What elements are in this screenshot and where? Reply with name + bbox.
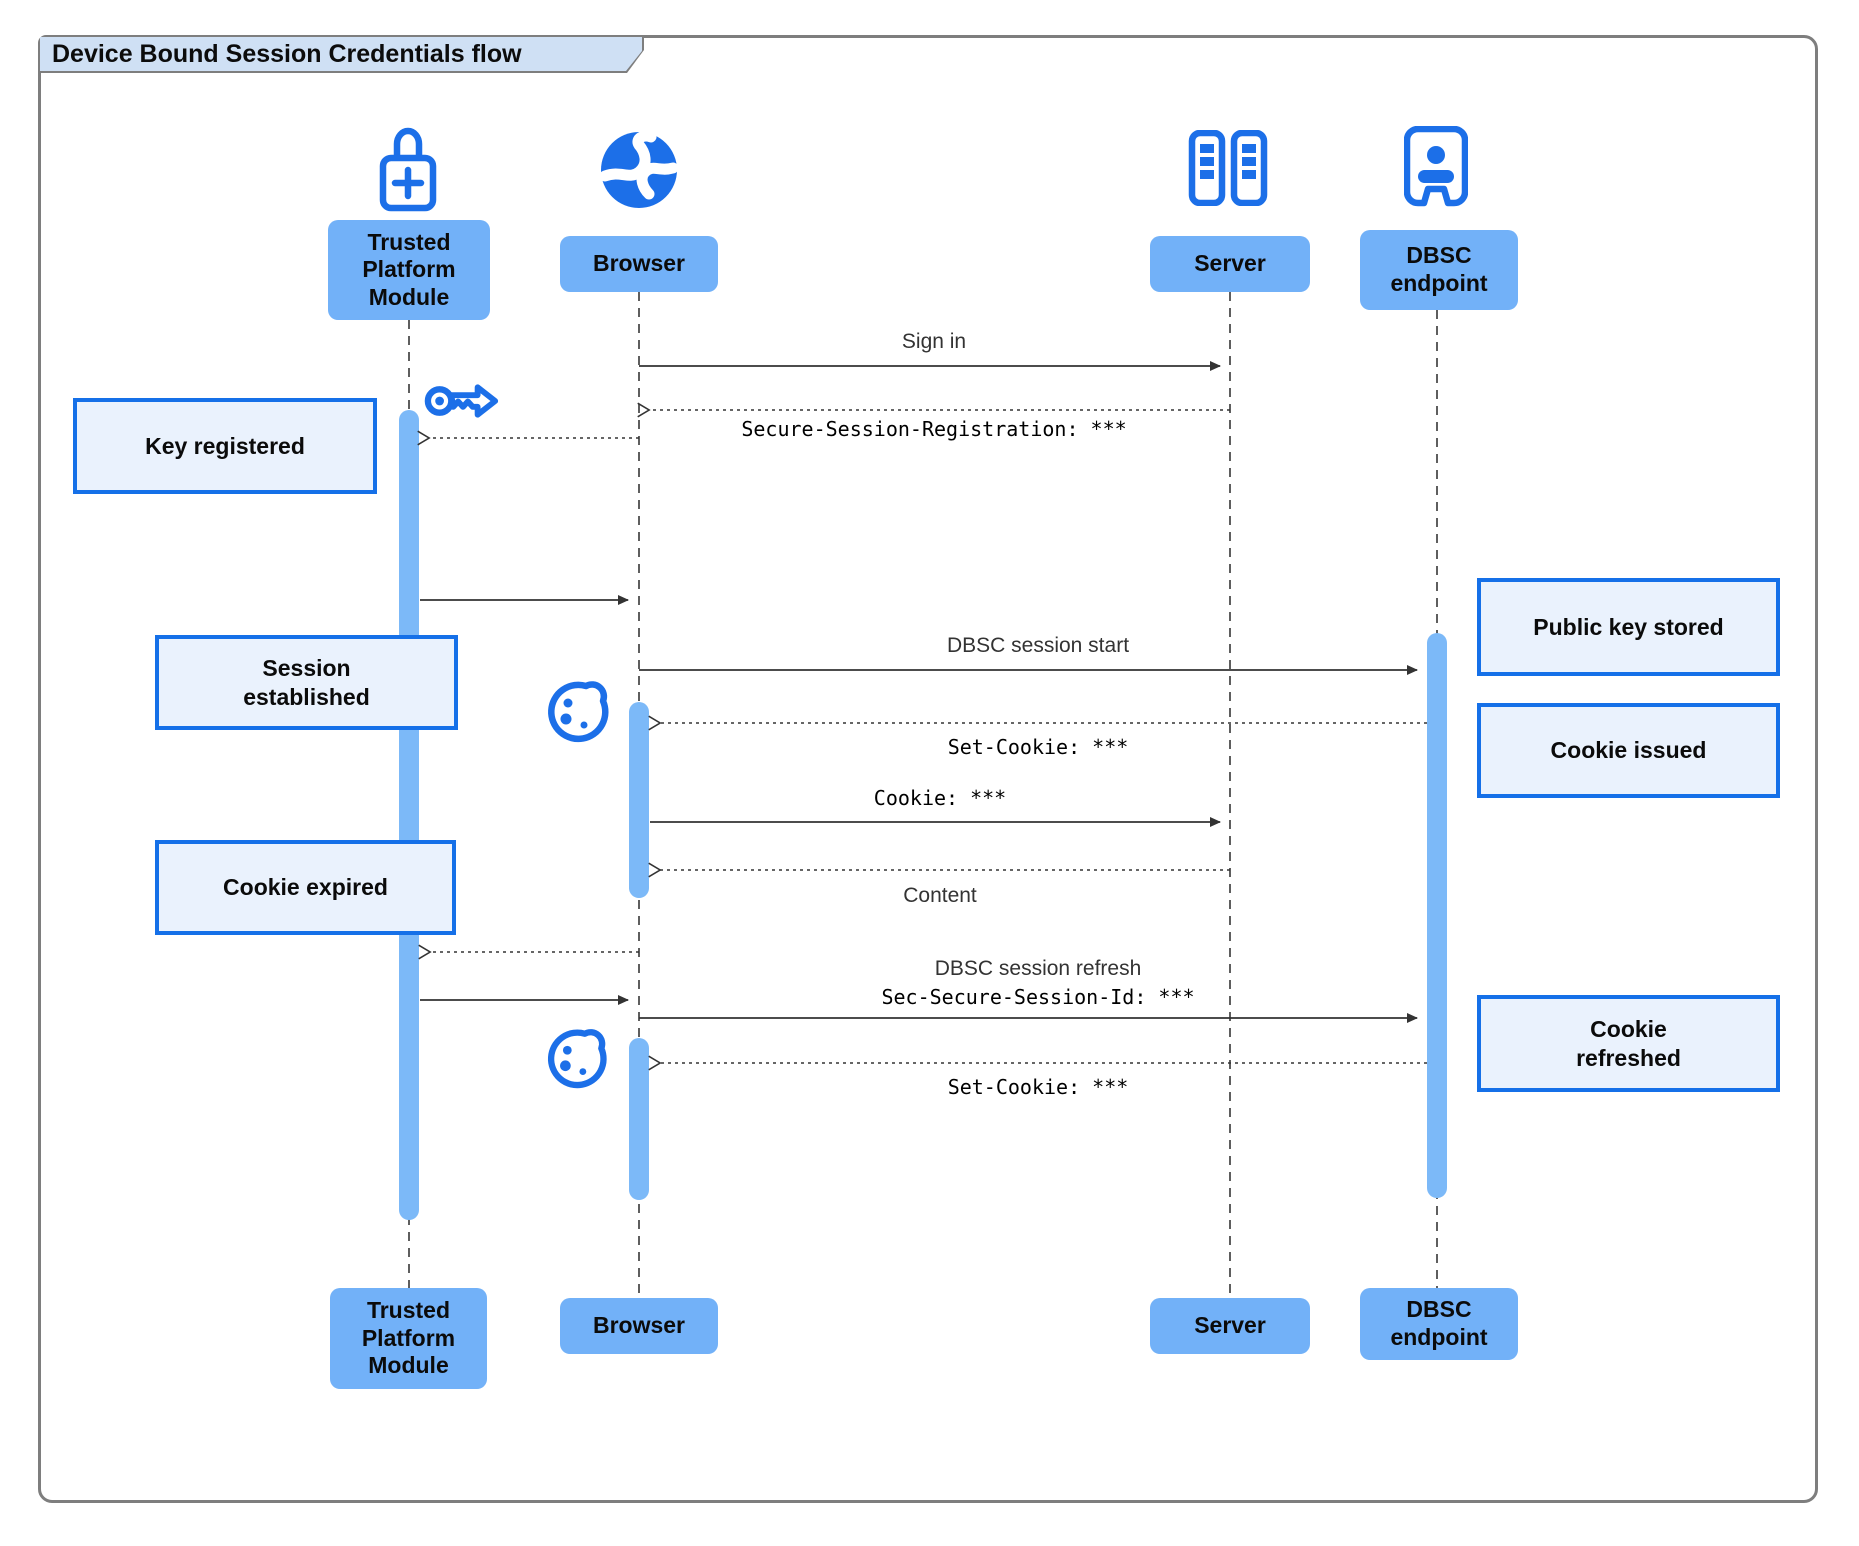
participant-browser-label: Browser [592, 250, 686, 277]
participant-server-label: Server [1194, 1312, 1266, 1339]
participant-tpm-label: Trusted Platform Module [362, 228, 456, 310]
participant-dbsc-label: DBSC endpoint [1390, 242, 1488, 296]
label-set-cookie-1: Set-Cookie: *** [947, 735, 1129, 759]
note-public-key-stored: Public key stored [1477, 578, 1780, 676]
note-session-established: Session established [155, 635, 458, 730]
diagram-title: Device Bound Session Credentials flow [40, 37, 642, 71]
participant-dbsc-top: DBSC endpoint [1360, 230, 1518, 310]
activation-bar-dbsc [1427, 633, 1447, 1198]
participant-tpm-top: Trusted Platform Module [328, 220, 490, 320]
label-set-cookie-2: Set-Cookie: *** [947, 1075, 1129, 1099]
server-racks-icon [1188, 130, 1268, 206]
note-key-registered-text: Key registered [145, 432, 305, 459]
note-key-registered: Key registered [73, 398, 377, 494]
activation-bar-browser-1 [629, 702, 649, 898]
message-arrows [417, 361, 1427, 1071]
participant-server-label: Server [1194, 250, 1266, 277]
participant-browser-top: Browser [560, 236, 718, 292]
note-cookie-refreshed: Cookie refreshed [1477, 995, 1780, 1092]
cookie-icon [545, 1024, 611, 1092]
participant-tpm-bottom: Trusted Platform Module [330, 1288, 487, 1389]
activation-bars [399, 410, 1447, 1220]
lock-plus-icon [376, 116, 440, 214]
note-session-established-text: Session established [243, 654, 370, 710]
label-content: Content [903, 884, 977, 907]
participant-server-top: Server [1150, 236, 1310, 292]
key-icon [424, 376, 502, 426]
activation-bar-browser-2 [629, 1038, 649, 1200]
participant-tpm-label: Trusted Platform Module [361, 1297, 456, 1379]
note-cookie-issued-text: Cookie issued [1550, 737, 1707, 764]
diagram-frame [38, 35, 1818, 1503]
participant-dbsc-label: DBSC endpoint [1390, 1296, 1488, 1350]
note-cookie-expired-text: Cookie expired [223, 874, 388, 901]
label-secure-session-registration: Secure-Session-Registration: *** [741, 417, 1127, 441]
participant-browser-bottom: Browser [560, 1298, 718, 1354]
cookie-icon [545, 676, 613, 746]
note-cookie-issued: Cookie issued [1477, 703, 1780, 798]
globe-icon [597, 128, 681, 212]
label-dbsc-session-refresh: DBSC session refresh [934, 957, 1142, 980]
participant-browser-label: Browser [592, 1312, 686, 1339]
note-public-key-stored-text: Public key stored [1533, 613, 1724, 640]
label-dbsc-session-start: DBSC session start [946, 634, 1130, 657]
participant-server-bottom: Server [1150, 1298, 1310, 1354]
diagram-title-tab: Device Bound Session Credentials flow [38, 35, 644, 73]
activation-bar-tpm [399, 410, 419, 1220]
label-sec-secure-session-id: Sec-Secure-Session-Id: *** [881, 985, 1195, 1009]
label-sign-in: Sign in [901, 330, 967, 353]
id-badge-icon [1404, 126, 1468, 210]
participant-dbsc-bottom: DBSC endpoint [1360, 1288, 1518, 1360]
note-cookie-refreshed-text: Cookie refreshed [1576, 1015, 1681, 1071]
note-cookie-expired: Cookie expired [155, 840, 456, 935]
label-cookie: Cookie: *** [873, 786, 1007, 810]
